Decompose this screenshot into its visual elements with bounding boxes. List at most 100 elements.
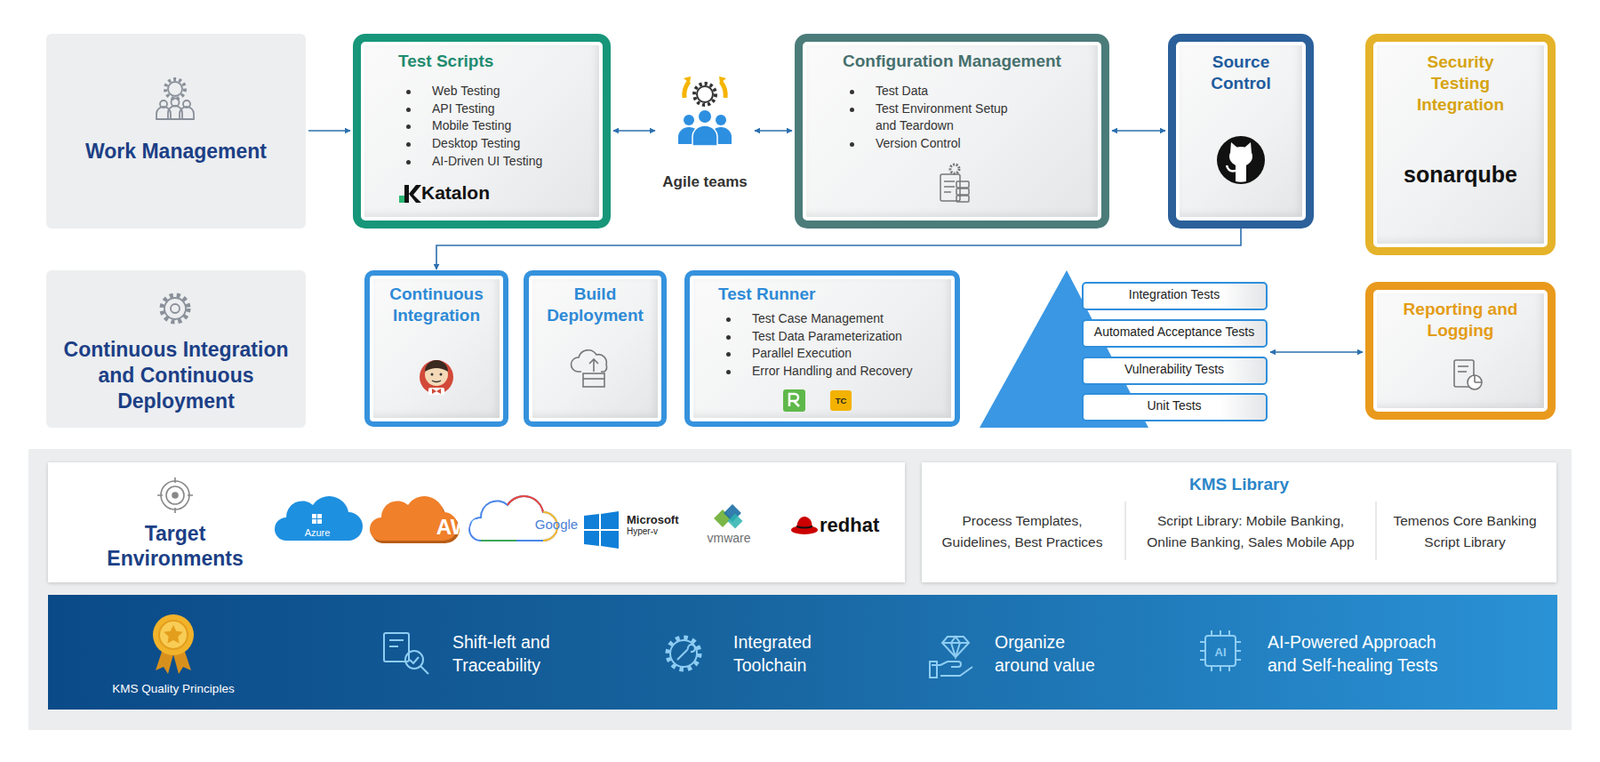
process-box: Test ScriptsWeb TestingAPI TestingMobile… [352, 33, 611, 229]
github-icon [1226, 165, 1236, 171]
node-text: AI-Driven UI Testing [406, 152, 602, 170]
agile-team-icon [684, 81, 689, 98]
runtime-engine-icon [783, 389, 806, 412]
google-cloud-logo [543, 512, 558, 541]
node-text: Organize around value [994, 630, 1106, 677]
gear-icon [161, 295, 189, 322]
connector-arrow [1270, 351, 1363, 353]
node-text: Web Testing [406, 82, 602, 100]
node-title: Target Environments [86, 520, 264, 571]
gear-icon [161, 295, 189, 322]
node-title: Work Management [46, 138, 306, 164]
value-icon [929, 636, 973, 678]
config-icon [956, 181, 969, 188]
node-title: Test Scripts [398, 51, 603, 72]
shift-left-icon [405, 650, 424, 669]
ai-chip-icon [1200, 630, 1241, 672]
process-box: Reporting and Logging [1365, 281, 1556, 420]
config-icon [944, 185, 955, 188]
windows-logo [584, 513, 600, 529]
jenkins-icon [431, 373, 434, 376]
agile-team-icon [694, 83, 716, 105]
target-icon [157, 477, 193, 513]
node-title: Reporting and Logging [1393, 298, 1528, 342]
connector-arrow [308, 129, 351, 132]
test-level-box: Automated Acceptance Tests [1081, 319, 1268, 348]
node-text: Mobile Testing [406, 117, 602, 135]
node-title: Source Control [1192, 51, 1290, 95]
redhat-logo [796, 525, 813, 529]
node-title: Security Testing Integration [1402, 51, 1519, 116]
vmware-logo [713, 509, 732, 528]
node-text: sonarqube [1371, 160, 1550, 188]
process-box: Build Deployment [523, 270, 667, 427]
jenkins-icon [419, 360, 454, 394]
node-title: Automated Acceptance Tests [1083, 320, 1265, 343]
report-icon [1467, 375, 1482, 390]
node-text: vmware [702, 530, 756, 545]
connector-arrow [613, 129, 656, 132]
shift-left-icon [409, 656, 429, 674]
test-level-box: Unit Tests [1081, 392, 1268, 422]
windows-logo [584, 511, 619, 549]
build-deploy-icon [570, 350, 607, 372]
column-divider [1125, 501, 1376, 560]
agile-team-icon [678, 127, 700, 144]
node-title: Configuration Management [842, 51, 1101, 72]
connector-arrow [436, 228, 1241, 270]
node-text: TC [830, 390, 852, 411]
target-icon [166, 486, 184, 504]
team-gear-icon [171, 98, 180, 107]
build-deploy-icon [583, 377, 605, 380]
runtime-engine-icon [783, 389, 806, 412]
aws-logo [371, 498, 460, 544]
azure-logo [312, 519, 317, 524]
redhat-logo [791, 525, 818, 535]
config-icon [940, 164, 969, 202]
aws-logo [369, 496, 458, 541]
github-icon [1229, 146, 1253, 167]
connector-arrow [754, 129, 792, 132]
runtime-engine-icon [789, 393, 800, 407]
report-icon [1454, 360, 1474, 387]
node-text: AWS [430, 514, 491, 540]
value-icon [942, 636, 969, 657]
process-box: Security Testing Integration sonarqube [1365, 33, 1556, 256]
node-text: API Testing [406, 100, 602, 118]
google-cloud-logo [469, 496, 558, 541]
vmware-logo [713, 504, 743, 528]
node-text: Test Data Parameterization [726, 328, 953, 345]
shift-left-icon [389, 640, 404, 647]
github-icon [1230, 142, 1238, 153]
column-divider [1125, 501, 1127, 560]
test-level-box: Vulnerability Tests [1081, 356, 1268, 385]
agile-team-icon [719, 76, 727, 84]
node-title: Continuous Integration and Continuous De… [60, 336, 292, 415]
build-deploy-icon [589, 359, 599, 372]
medal-icon [173, 648, 192, 674]
medal-icon [152, 614, 194, 656]
toolchain-icon [667, 637, 700, 670]
redhat-logo [796, 516, 813, 528]
process-box: KMS LibraryProcess Templates, Guidelines… [921, 462, 1557, 583]
node-text: Script Library: Mobile Banking, Online B… [1139, 510, 1362, 553]
redhat-logo [791, 516, 818, 535]
test-level-box: Integration Tests [1081, 281, 1268, 311]
value-icon [929, 661, 937, 678]
azure-logo [317, 513, 322, 519]
ai-chip-icon [1205, 635, 1236, 666]
icon-label: AI [1207, 642, 1234, 663]
report-icon [1457, 370, 1467, 373]
target-icon [172, 492, 178, 498]
team-gear-icon [183, 100, 191, 108]
node-text: redhat [819, 513, 900, 537]
build-deploy-icon [570, 350, 607, 387]
jenkins-icon [428, 387, 445, 395]
google-cloud-logo [480, 539, 517, 542]
node-title: Unit Tests [1083, 394, 1265, 416]
agile-team-icon [710, 127, 732, 144]
windows-logo [584, 530, 600, 546]
medal-icon [163, 624, 183, 643]
config-icon [950, 164, 960, 174]
medal-icon [155, 648, 174, 674]
